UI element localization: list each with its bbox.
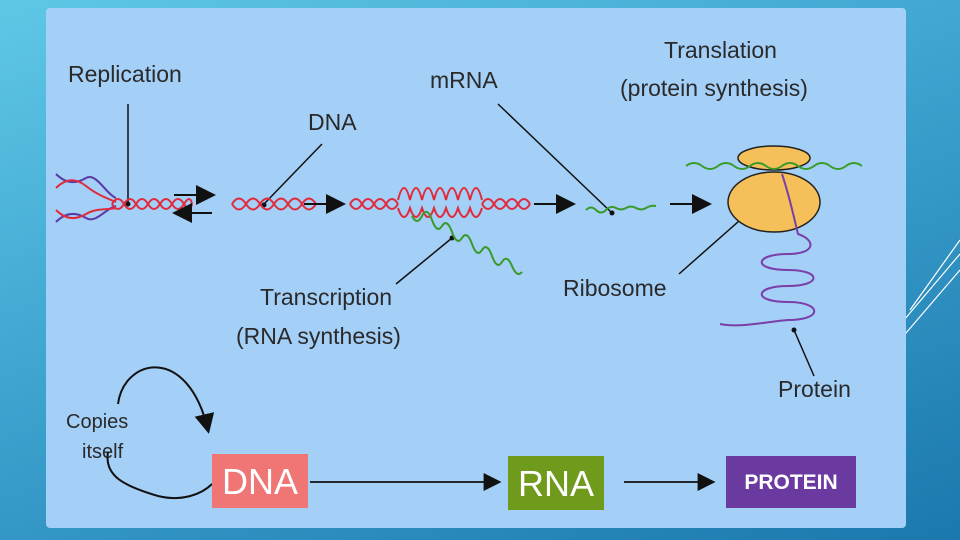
pointer-mrna <box>497 103 613 214</box>
box-rna: RNA <box>508 456 604 510</box>
label-ribosome: Ribosome <box>563 275 667 301</box>
box-rna-bg <box>508 456 604 510</box>
pointer-dna <box>263 143 323 205</box>
transcription-bubble <box>349 187 531 275</box>
box-dna: DNA <box>212 454 308 508</box>
mrna-strand <box>585 204 657 214</box>
dna-double-helix <box>231 197 317 211</box>
diagram-panel: Replication DNA mRNA Translation (protei… <box>46 8 906 528</box>
central-dogma-diagram: Replication DNA mRNA Translation (protei… <box>55 37 863 510</box>
protein-chain <box>719 173 816 327</box>
arrow-copies-itself-tail <box>157 483 213 500</box>
box-protein-label: PROTEIN <box>744 471 837 494</box>
box-dna-bg <box>212 454 308 508</box>
ribosome <box>685 145 863 233</box>
decorative-corner-lines <box>900 239 960 341</box>
box-protein-bg <box>726 456 856 508</box>
box-protein: PROTEIN <box>726 456 856 508</box>
label-replication: Replication <box>68 61 182 87</box>
box-rna-label: RNA <box>518 463 594 504</box>
label-transcription: Transcription <box>260 284 392 310</box>
label-itself: itself <box>82 441 124 463</box>
replicating-dna-strand <box>55 173 193 223</box>
label-dna: DNA <box>308 109 357 135</box>
pointer-protein <box>793 329 815 377</box>
box-dna-label: DNA <box>222 461 298 502</box>
label-translation: Translation <box>664 37 777 63</box>
label-transcription-sub: (RNA synthesis) <box>236 323 401 349</box>
label-copies: Copies <box>66 411 128 433</box>
label-mrna: mRNA <box>430 67 498 93</box>
pointer-transcription <box>395 237 453 285</box>
arrow-copies-itself <box>106 366 208 497</box>
label-translation-sub: (protein synthesis) <box>620 75 808 101</box>
label-protein: Protein <box>778 376 851 402</box>
